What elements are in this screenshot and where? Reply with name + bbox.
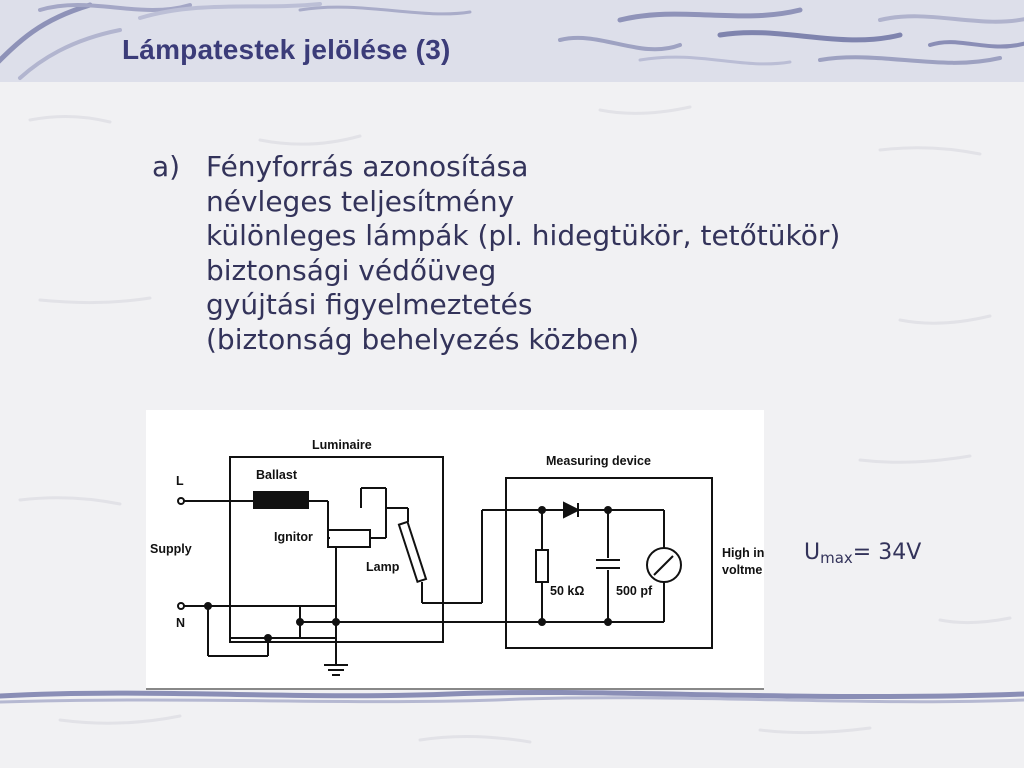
n-terminal-label: N — [176, 616, 186, 630]
voltmeter-label-line1: High in — [722, 546, 765, 560]
voltmeter-label-line2: voltme — [722, 563, 763, 577]
capacitor-label: 500 pf — [616, 584, 653, 598]
list-item: gyújtási figyelmeztetés — [206, 288, 533, 321]
bullet-lines: Fényforrás azonosítása névleges teljesít… — [206, 150, 1006, 357]
list-marker: a) — [152, 150, 181, 183]
list-item: névleges teljesítmény — [206, 184, 515, 218]
supply-label: Supply — [150, 542, 192, 556]
list-item: Fényforrás azonosítása — [206, 150, 529, 183]
circuit-schematic — [146, 456, 764, 690]
list-item: (biztonság behelyezés közben) — [206, 322, 640, 356]
list-item: biztonsági védőüveg — [206, 253, 497, 287]
title-band: Lámpatestek jelölése (3) — [0, 0, 1024, 82]
l-terminal-label: L — [176, 474, 184, 488]
umax-value: = 34V — [852, 540, 922, 565]
luminaire-label: Luminaire — [312, 438, 372, 452]
title-wave-decoration — [0, 2, 1024, 80]
lamp-label: Lamp — [366, 560, 400, 574]
umax-readout: Umax= 34V — [804, 540, 921, 567]
measuring-device-label: Measuring device — [546, 454, 651, 468]
ignitor-label: Ignitor — [274, 530, 313, 544]
bottom-wave-decoration — [0, 689, 1024, 704]
list-item: különleges lámpák (pl. hidegtükör, tetőt… — [206, 219, 841, 252]
ballast-label: Ballast — [256, 468, 297, 482]
circuit-diagram: Luminaire Measuring device Ballast Ignit… — [146, 410, 764, 690]
umax-subscript: max — [820, 549, 853, 567]
umax-symbol: U — [804, 540, 821, 565]
resistor-label: 50 kΩ — [550, 584, 585, 598]
slide-title: Lámpatestek jelölése (3) — [122, 34, 451, 65]
